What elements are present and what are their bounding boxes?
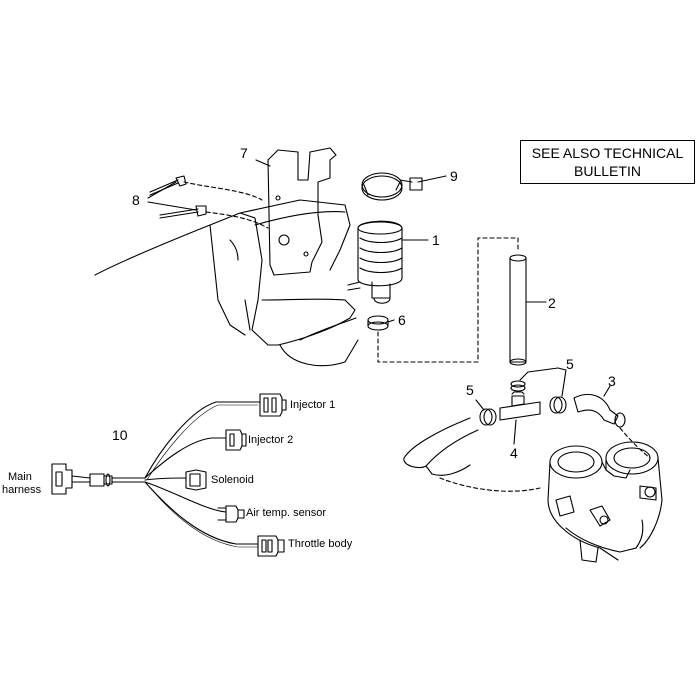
callout-7: 7 xyxy=(240,145,248,161)
injector-1-label: Injector 1 xyxy=(290,399,336,411)
callout-4: 4 xyxy=(510,445,518,461)
left-hose xyxy=(403,417,479,476)
hose-part-3 xyxy=(573,393,626,428)
main-harness-label-line1: Main xyxy=(8,471,32,483)
clamp-part-9 xyxy=(361,172,423,201)
notice-line-2: BULLETIN xyxy=(574,163,641,179)
bracket-part-7 xyxy=(267,147,337,276)
callout-10: 10 xyxy=(112,427,128,443)
clamp-part-5-right xyxy=(549,396,567,414)
hose-route-dashed xyxy=(377,237,519,363)
callout-9: 9 xyxy=(450,168,458,184)
canister-part-1 xyxy=(347,220,403,304)
clamp-part-5-left xyxy=(479,408,497,426)
callout-leader-lines xyxy=(147,159,611,445)
callout-1: 1 xyxy=(432,232,440,248)
notice-line-1: SEE ALSO TECHNICAL xyxy=(531,145,684,161)
callout-6: 6 xyxy=(398,312,406,328)
technical-bulletin-notice: SEE ALSO TECHNICAL BULLETIN xyxy=(520,140,695,184)
air-temp-sensor-label: Air temp. sensor xyxy=(246,507,327,519)
injector-2-connector xyxy=(225,429,247,451)
callout-3: 3 xyxy=(608,373,616,389)
frame-panel xyxy=(94,199,359,367)
injector-2-label: Injector 2 xyxy=(248,434,294,446)
callout-5-right: 5 xyxy=(566,356,574,372)
guide-dashed-2 xyxy=(619,427,651,459)
screws-part-8 xyxy=(149,175,207,219)
hose-part-2 xyxy=(509,254,527,366)
injector-1-connector xyxy=(259,393,287,417)
throttle-body-label: Throttle body xyxy=(288,538,353,550)
callout-2: 2 xyxy=(548,295,556,311)
tee-fitting-part-4 xyxy=(499,391,541,421)
solenoid-connector xyxy=(185,469,207,491)
air-temp-sensor-connector xyxy=(217,505,245,523)
throttle-body-assembly xyxy=(547,441,663,563)
small-clamp-5-top xyxy=(510,380,526,392)
screw-leader-dashed xyxy=(183,181,269,229)
wiring-harness-part-10 xyxy=(51,401,261,548)
throttle-body-connector xyxy=(257,535,285,557)
ring-part-6 xyxy=(367,315,389,331)
callout-5-left: 5 xyxy=(466,382,474,398)
solenoid-label: Solenoid xyxy=(211,474,254,486)
guide-dashed-1 xyxy=(439,477,541,492)
main-harness-label-line2: harness xyxy=(2,484,42,496)
callout-8: 8 xyxy=(132,192,140,208)
